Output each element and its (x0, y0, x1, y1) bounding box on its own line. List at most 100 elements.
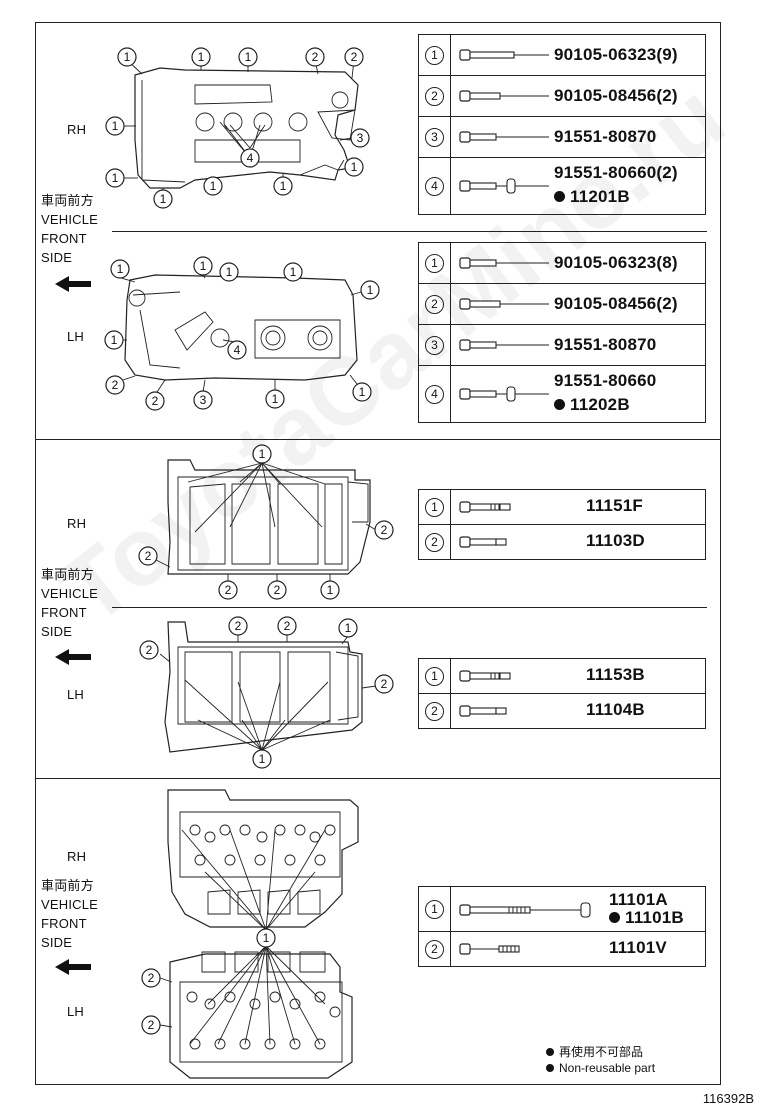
rh-label: RH (67, 516, 87, 531)
part-number: 90105-08456(2) (554, 294, 678, 313)
part-number: 11101A (609, 890, 668, 909)
part-number: 91551-80870 (554, 335, 657, 354)
part-number: 90105-08456(2) (554, 86, 678, 105)
svg-text:1: 1 (210, 179, 217, 193)
vehicle-front-jp: 車両前方 (41, 567, 94, 582)
callout-group: 1 1 1 1 1 1 4 2 2 3 1 1 (104, 256, 380, 411)
bolt-icon (459, 705, 507, 717)
svg-text:1: 1 (198, 50, 205, 64)
rh-label: RH (67, 849, 87, 864)
part-number: 91551-80870 (554, 127, 657, 146)
legend: 再使用不可部品 Non-reusable part (546, 1044, 655, 1076)
vehicle-front-en: FRONT (41, 231, 87, 246)
parts-row: 4 91551-80660(2) 11201B (418, 157, 706, 215)
parts-table-cam-lh: 1 90105-06323(8) 2 90105-08456(2) 3 9155… (418, 242, 706, 423)
non-reusable-dot-icon (554, 399, 565, 410)
svg-text:2: 2 (274, 583, 281, 597)
svg-text:1: 1 (327, 583, 334, 597)
svg-text:1: 1 (280, 179, 287, 193)
vehicle-front-en: VEHICLE (41, 897, 99, 912)
bolt-with-washer-icon (459, 902, 591, 918)
bolt-with-washer-icon (459, 386, 549, 402)
bolt-with-washer-icon (459, 178, 549, 194)
svg-text:2: 2 (284, 619, 291, 633)
legend-item-jp: 再使用不可部品 (546, 1044, 655, 1060)
parts-row: 1 11101A 11101B (418, 886, 706, 932)
svg-text:2: 2 (381, 677, 388, 691)
svg-text:1: 1 (259, 752, 266, 766)
parts-row: 1 90105-06323(8) (418, 242, 706, 284)
parts-table-cylinder-head: 1 11101A 11101B 2 11101V (418, 886, 706, 967)
callout-group: 1 1 1 2 2 1 3 1 4 1 1 1 1 (105, 47, 370, 209)
svg-text:1: 1 (351, 160, 358, 174)
svg-text:2: 2 (146, 643, 153, 657)
svg-text:2: 2 (351, 50, 358, 64)
svg-text:1: 1 (111, 333, 118, 347)
bolt-icon (459, 536, 507, 548)
rh-label: RH (67, 122, 87, 137)
cylinder-head-drawing: 1 2 2 (141, 789, 359, 1079)
callout-number: 1 (425, 497, 444, 517)
parts-row: 2 11104B (418, 693, 706, 729)
lh-label: LH (67, 687, 85, 702)
vehicle-front-en: FRONT (41, 916, 87, 931)
part-number: 90105-06323(9) (554, 45, 678, 64)
vehicle-front-arrow-icon (55, 276, 91, 292)
svg-text:2: 2 (225, 583, 232, 597)
svg-text:2: 2 (152, 394, 159, 408)
bolt-icon (459, 90, 549, 102)
rh-lh-divider (112, 231, 707, 232)
callout-group: 1 2 2 2 2 1 (138, 444, 394, 600)
section-divider (35, 439, 721, 440)
bolt-icon (459, 298, 549, 310)
svg-text:1: 1 (359, 385, 366, 399)
figure-id: 116392B (702, 1091, 754, 1106)
callout-number: 2 (425, 294, 444, 314)
part-number: 91551-80660 (554, 371, 657, 390)
bolt-icon (459, 501, 511, 513)
lh-label: LH (67, 329, 85, 344)
part-number: 11151F (586, 496, 643, 515)
non-reusable-dot-icon (546, 1064, 554, 1072)
part-number: 11103D (586, 531, 645, 550)
svg-text:4: 4 (247, 151, 254, 165)
svg-text:1: 1 (290, 265, 297, 279)
section-divider (35, 778, 721, 779)
svg-text:1: 1 (124, 50, 131, 64)
svg-text:1: 1 (345, 621, 352, 635)
vehicle-front-en: FRONT (41, 605, 87, 620)
vehicle-front-jp: 車両前方 (41, 193, 94, 208)
callout-number: 3 (425, 335, 444, 355)
svg-text:1: 1 (272, 392, 279, 406)
bolt-icon (459, 670, 511, 682)
svg-text:1: 1 (112, 119, 119, 133)
bolt-icon (459, 257, 549, 269)
vehicle-front-jp: 車両前方 (41, 878, 94, 893)
vehicle-front-en: VEHICLE (41, 586, 99, 601)
part-number: 11104B (586, 700, 645, 719)
callout-number: 4 (425, 384, 444, 404)
callout-number: 1 (425, 253, 444, 273)
parts-table-bearing-lh: 1 11153B 2 11104B (418, 658, 706, 729)
legend-item-en: Non-reusable part (546, 1060, 655, 1076)
part-number-non-reusable: 11202B (554, 395, 630, 415)
bolt-icon (459, 131, 549, 143)
parts-row: 1 11151F (418, 489, 706, 525)
vehicle-front-en: SIDE (41, 624, 73, 639)
parts-row: 2 11101V (418, 931, 706, 967)
callout-number: 2 (425, 86, 444, 106)
vehicle-front-label: 車両前方 VEHICLE FRONT SIDE (41, 876, 98, 952)
part-number: 91551-80660(2) (554, 163, 678, 182)
svg-text:2: 2 (112, 378, 119, 392)
svg-text:2: 2 (381, 523, 388, 537)
part-number: 90105-06323(8) (554, 253, 678, 272)
non-reusable-dot-icon (609, 912, 620, 923)
cam-housing-lh-drawing: 1 1 1 1 1 1 4 2 2 3 1 1 (104, 256, 380, 411)
part-number-non-reusable: 11201B (554, 187, 630, 207)
part-number-non-reusable: 11101B (609, 908, 684, 928)
part-number: 11153B (586, 665, 645, 684)
svg-text:1: 1 (367, 283, 374, 297)
part-number: 11101V (609, 938, 667, 957)
callout-number: 2 (425, 701, 444, 721)
svg-text:1: 1 (263, 931, 270, 945)
